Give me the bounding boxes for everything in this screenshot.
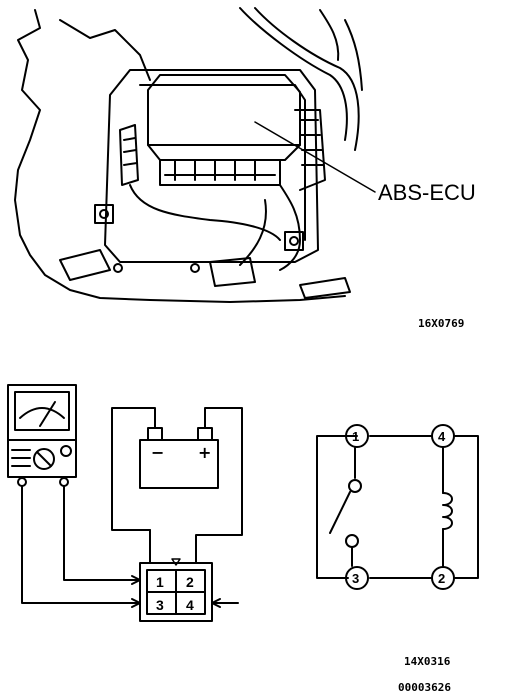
- ohmmeter: [7, 384, 77, 487]
- relay-coil: [442, 492, 453, 530]
- relay-terminal-1: [345, 424, 369, 448]
- relay-terminal-3-label: 3: [352, 571, 359, 586]
- wire-meter-to-pin3: [21, 485, 139, 604]
- figure-code-top: 16X0769: [418, 317, 464, 330]
- switch-contact-lower: [345, 534, 359, 548]
- relay-terminal-1-label: 1: [352, 429, 359, 444]
- vehicle-location-illustration: [14, 7, 376, 303]
- connector-pin-1: 1: [156, 574, 164, 590]
- abs-ecu-label: ABS-ECU: [378, 180, 476, 205]
- figure-code-bottom: 14X0316: [404, 655, 451, 668]
- test-circuit: [7, 384, 243, 622]
- connector-pin-4: 4: [186, 597, 194, 613]
- relay-connector: [139, 558, 213, 622]
- abs-ecu-leader-line: [254, 121, 376, 193]
- document-number: 00003626: [398, 681, 451, 694]
- connector-pin-3: 3: [156, 597, 164, 613]
- wire-battery-neg-to-pin1: [111, 407, 156, 531]
- abs-ecu-module: [147, 74, 301, 161]
- connector-pin-2: 2: [186, 574, 194, 590]
- wire-battery-pos-to-pin2: [195, 407, 243, 564]
- relay-schematic: [316, 424, 479, 590]
- relay-terminal-4-label: 4: [438, 429, 446, 444]
- relay-terminal-2-label: 2: [438, 571, 445, 586]
- wire-meter-to-pin1: [63, 485, 139, 581]
- relay-terminal-3: [345, 566, 369, 590]
- relay-terminal-2: [431, 566, 455, 590]
- switch-contact-upper: [348, 479, 362, 493]
- battery-positive-sign: +: [198, 443, 211, 462]
- battery-negative-sign: −: [151, 443, 164, 462]
- relay-terminal-4: [431, 424, 455, 448]
